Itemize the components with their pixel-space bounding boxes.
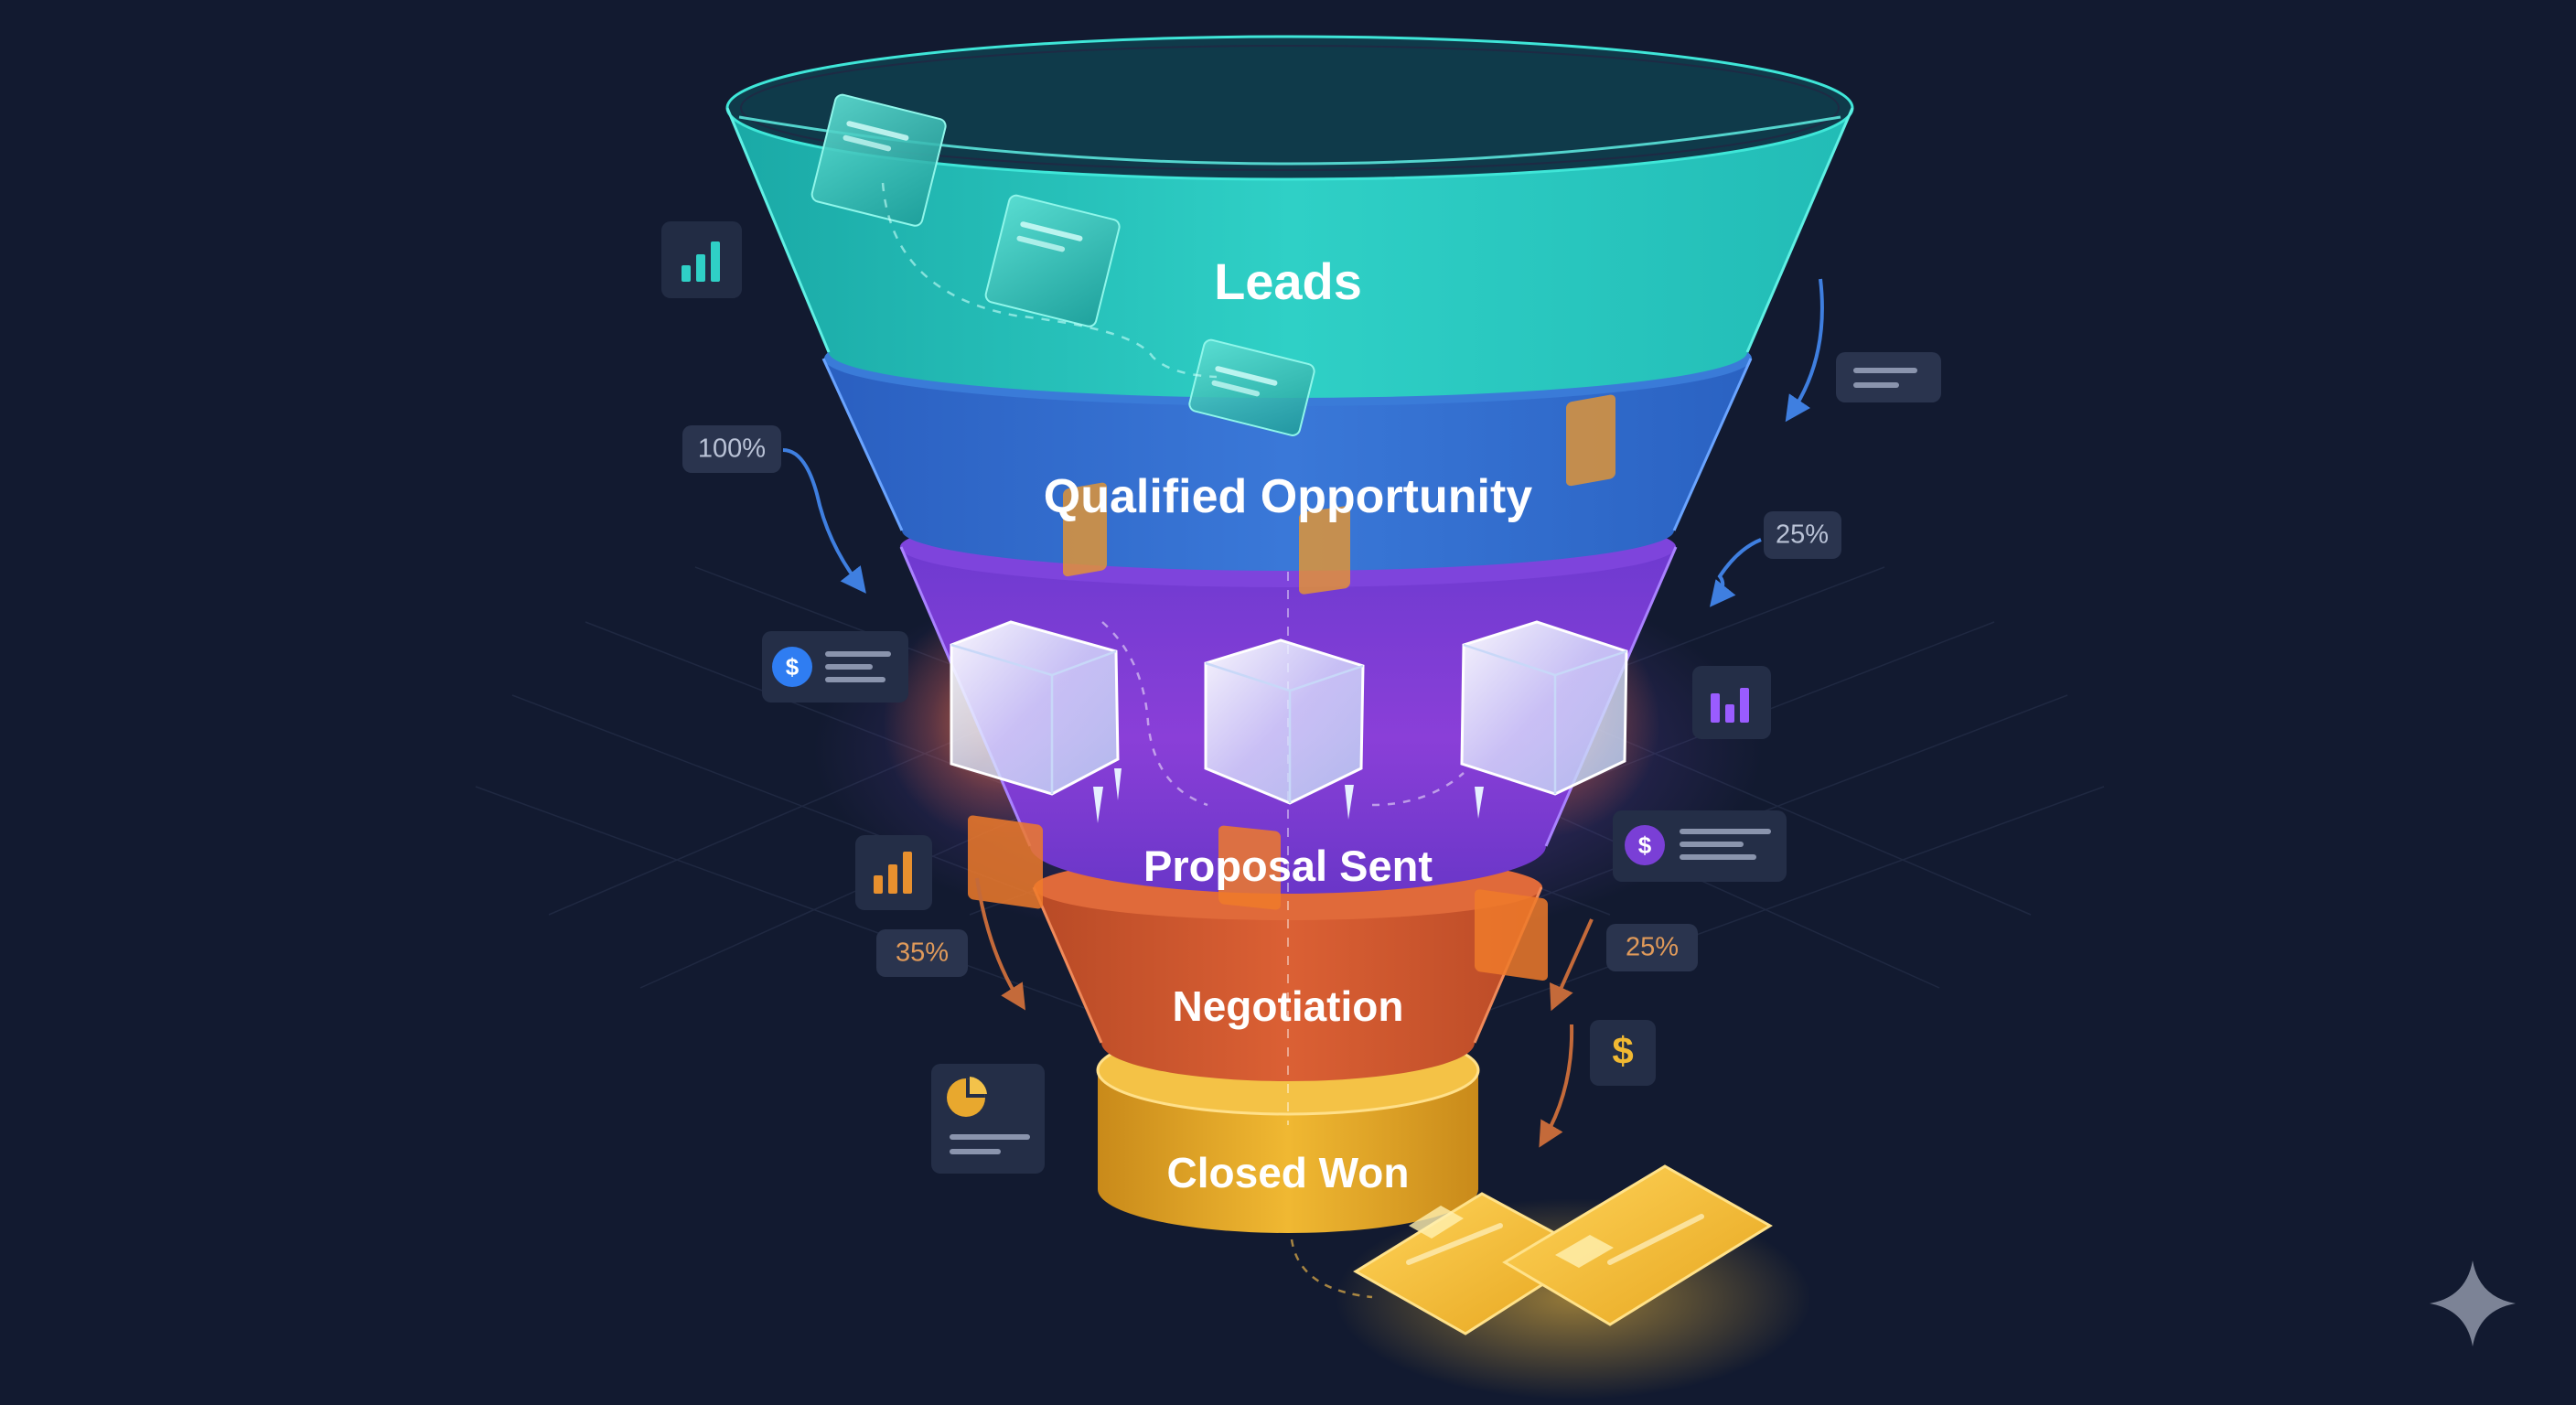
blue-dollar-card: $ (762, 631, 908, 702)
arrow-100-to-proposal (782, 448, 866, 594)
frozen-deal-right-ice-cube (1460, 394, 1628, 981)
stage-label-negotiation: Negotiation (1173, 982, 1404, 1030)
gold-flow-dashed (1290, 1239, 1373, 1299)
rate-text-25-top: 25% (1776, 520, 1829, 550)
gold-dollar-tile: $ (1590, 1020, 1656, 1086)
lead-document-1 (810, 93, 947, 227)
arrow-to-closed-won (1539, 1024, 1574, 1148)
frozen-deal-center-ice-cube (1204, 506, 1365, 910)
teal-bar-chart-icon (661, 221, 742, 298)
dollar-icon: $ (1612, 1029, 1633, 1072)
purple-dollar-card: $ (1613, 810, 1787, 882)
stage-label-qualified-opportunity: Qualified Opportunity (1044, 470, 1533, 523)
rate-badge-25-top: 25% (1764, 511, 1841, 559)
rate-text-25-bottom: 25% (1626, 933, 1679, 962)
arrow-35-to-negotiation (975, 877, 1026, 1011)
purple-bar-chart-icon (1692, 666, 1771, 739)
arrow-25-to-proposal (1710, 538, 1762, 607)
orange-bar-chart-icon (855, 835, 932, 910)
rate-text-35: 35% (896, 938, 949, 968)
dollar-icon: $ (786, 653, 800, 681)
stage-label-leads: Leads (1214, 252, 1362, 310)
ice-flow-dashed-left (1101, 621, 1208, 807)
stage-label-closed-won: Closed Won (1167, 1149, 1410, 1196)
sparkle-icon (2430, 1260, 2516, 1346)
rate-badge-100: 100% (682, 425, 781, 473)
note-card-icon (1836, 352, 1941, 402)
stage-leads (725, 35, 1854, 398)
lead-document-2 (984, 194, 1121, 327)
frozen-deal-left-ice-cube (950, 482, 1122, 909)
rate-text-100: 100% (698, 434, 766, 464)
gold-card-front (1502, 1164, 1773, 1326)
dollar-icon: $ (1638, 831, 1652, 859)
lead-flow-dashed (881, 182, 1218, 379)
rate-badge-25-bottom: 25% (1606, 924, 1698, 971)
rate-badge-35: 35% (876, 929, 968, 977)
ice-flow-dashed-right (1371, 772, 1465, 807)
arrow-leads-right (1785, 278, 1824, 423)
stage-label-proposal-sent: Proposal Sent (1143, 842, 1433, 890)
pie-chart-report-card (931, 1064, 1045, 1174)
arrow-25-to-negotiation (1550, 918, 1594, 1012)
lead-document-3 (1188, 338, 1315, 436)
